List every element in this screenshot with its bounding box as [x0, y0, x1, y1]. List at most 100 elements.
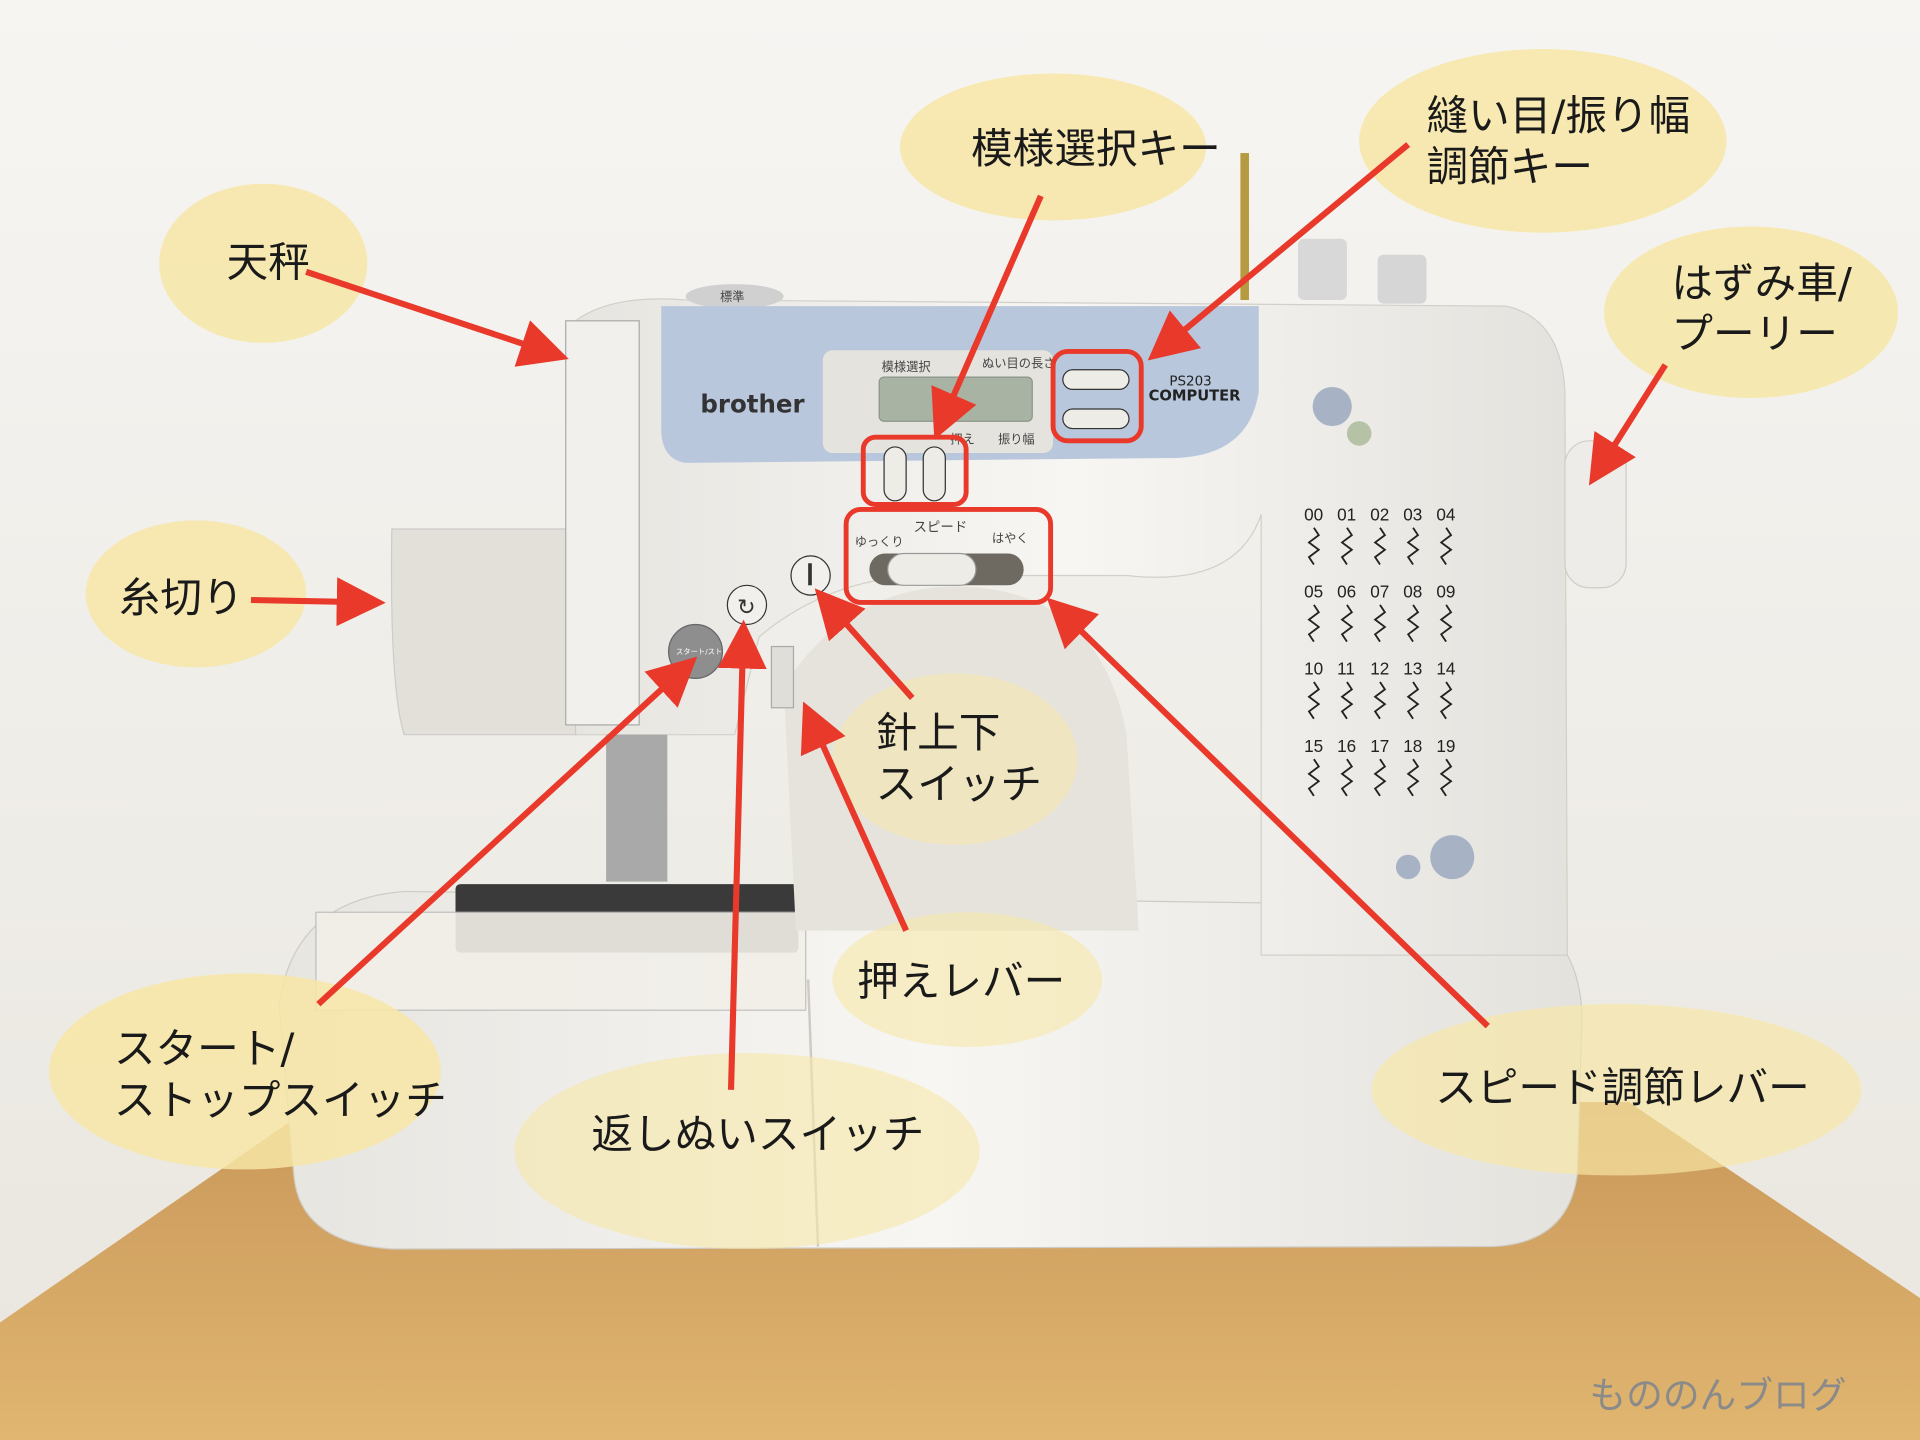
- panel-label-pattern: 模様選択: [882, 360, 931, 374]
- speed-fast-label: はやく: [992, 531, 1029, 545]
- arrow-pattern-select-key: [931, 194, 1044, 440]
- face-plate: [565, 320, 640, 726]
- stitch-pattern-icon: [1307, 527, 1321, 565]
- stitch-width-key[interactable]: [1062, 408, 1130, 430]
- stitch-pattern-icon: [1406, 604, 1420, 643]
- model-name: PS203: [1169, 375, 1211, 390]
- highlight-stitch-keys: [1050, 348, 1144, 444]
- start-stop-button-label: スタート/ストップ: [676, 647, 738, 656]
- stitch-number: 09: [1436, 582, 1455, 602]
- stitch-length-key[interactable]: [1062, 369, 1130, 391]
- pattern-select-key-down[interactable]: [922, 446, 946, 502]
- brand-logo: brother: [700, 390, 804, 419]
- stitch-number: 10: [1304, 659, 1323, 679]
- stitch-pattern-icon: [1406, 681, 1420, 720]
- stitch-pattern-icon: [1307, 681, 1321, 720]
- speed-slow-label: ゆっくり: [855, 535, 904, 549]
- stitch-number: 18: [1403, 736, 1422, 756]
- highlight-pattern-keys: [860, 434, 969, 507]
- panel-label-length: ぬい目の長さ: [982, 356, 1055, 370]
- spool-holder: [1297, 238, 1347, 300]
- panel-label-width: 振り幅: [998, 431, 1035, 446]
- stitch-number: 03: [1403, 504, 1422, 524]
- stitch-number: 16: [1337, 736, 1356, 756]
- label-start-stop-2: ストップスイッチ: [114, 1075, 447, 1124]
- stitch-number: 04: [1436, 504, 1456, 524]
- stitch-number: 07: [1370, 582, 1389, 602]
- button-decoration-icon: [1430, 835, 1475, 880]
- stitch-number: 19: [1436, 736, 1455, 756]
- arrow-start-stop: [316, 656, 698, 1007]
- stitch-pattern-icon: [1340, 604, 1354, 643]
- label-handwheel-1: はずみ車/: [1671, 259, 1853, 308]
- label-pattern-select-key: 模様選択キー: [971, 124, 1221, 173]
- stitch-number: 17: [1370, 736, 1389, 756]
- label-presser-lever: 押えレバー: [857, 957, 1065, 1006]
- stitch-number: 06: [1337, 582, 1356, 602]
- stitch-pattern-icon: [1406, 527, 1420, 565]
- arrow-handwheel: [1588, 363, 1668, 486]
- reverse-icon: ↻: [737, 596, 755, 621]
- label-needle-updown-2: スイッチ: [876, 759, 1043, 808]
- label-reverse: 返しぬいスイッチ: [591, 1110, 924, 1159]
- label-stitch-adjust-key-1: 縫い目/振り幅: [1427, 91, 1691, 140]
- label-thread-cutter: 糸切り: [119, 573, 244, 622]
- label-needle-updown-1: 針上下: [876, 708, 1001, 757]
- presser-lever: [770, 645, 795, 709]
- stitch-number: 01: [1337, 504, 1356, 524]
- speed-title: スピード: [913, 519, 967, 535]
- button-decoration-icon: [1395, 854, 1421, 880]
- stitch-pattern-icon: [1439, 758, 1453, 797]
- stitch-number: 02: [1370, 504, 1389, 524]
- highlight-speed-lever: [843, 506, 1054, 605]
- left-head: [390, 528, 577, 736]
- stitch-number: 13: [1403, 659, 1422, 679]
- stitch-number: 12: [1370, 659, 1389, 679]
- stitch-pattern-icon: [1439, 681, 1453, 720]
- stitch-pattern-icon: [1373, 681, 1387, 720]
- stitch-pattern-icon: [1373, 604, 1387, 643]
- stitch-pattern-icon: [1439, 527, 1453, 565]
- arrow-thread-take-up: [305, 268, 569, 367]
- arrow-thread-cutter: [250, 577, 386, 627]
- stitch-pattern-icon: [1439, 604, 1453, 643]
- arrow-presser-lever: [800, 701, 909, 932]
- stitch-number: 00: [1304, 504, 1323, 524]
- arrow-needle-updown: [814, 588, 915, 700]
- stitch-pattern-icon: [1373, 758, 1387, 797]
- label-blobs: [48, 48, 1898, 1249]
- label-thread-take-up: 天秤: [227, 238, 310, 287]
- watermark: もののんブログ: [1589, 1374, 1846, 1417]
- speed-slider-thumb[interactable]: [887, 552, 977, 586]
- label-speed-lever: スピード調節レバー: [1435, 1063, 1810, 1112]
- model-subtitle: COMPUTER: [1149, 387, 1242, 404]
- arrow-speed-lever: [1046, 597, 1490, 1029]
- stitch-pattern-chart: 00 01 02 03 04 05 06 07 08 09 10 11 12 13 14 15 16 17 18 19: [1304, 504, 1456, 797]
- button-decoration-icon: [1312, 386, 1352, 427]
- stitch-pattern-icon: [1340, 681, 1354, 720]
- stitch-number: 05: [1304, 582, 1323, 602]
- stitch-pattern-icon: [1340, 527, 1354, 565]
- stitch-pattern-icon: [1373, 527, 1387, 565]
- stitch-pattern-icon: [1307, 604, 1321, 643]
- handwheel: [1564, 440, 1627, 589]
- stitch-number: 14: [1436, 659, 1456, 679]
- stitch-number: 08: [1403, 582, 1422, 602]
- stitch-pattern-icon: [1340, 758, 1354, 797]
- stitch-pattern-icon: [1307, 758, 1321, 797]
- stitch-number: 11: [1337, 659, 1355, 679]
- button-decoration-icon: [1346, 421, 1372, 446]
- pattern-select-key-up[interactable]: [883, 446, 907, 502]
- label-start-stop-1: スタート/: [114, 1024, 296, 1073]
- dial: [685, 284, 784, 309]
- bobbin-winder: [1377, 254, 1427, 304]
- stitch-pattern-icon: [1406, 758, 1420, 797]
- dial-label: 標準: [720, 289, 744, 304]
- arrow-stitch-adjust-key: [1147, 142, 1411, 361]
- presser-foot-assembly: [606, 734, 668, 882]
- label-handwheel-2: プーリー: [1671, 309, 1838, 358]
- label-stitch-adjust-key-2: 調節キー: [1427, 142, 1594, 191]
- annotation-arrows: [250, 142, 1668, 1090]
- stitch-number: 15: [1304, 736, 1323, 756]
